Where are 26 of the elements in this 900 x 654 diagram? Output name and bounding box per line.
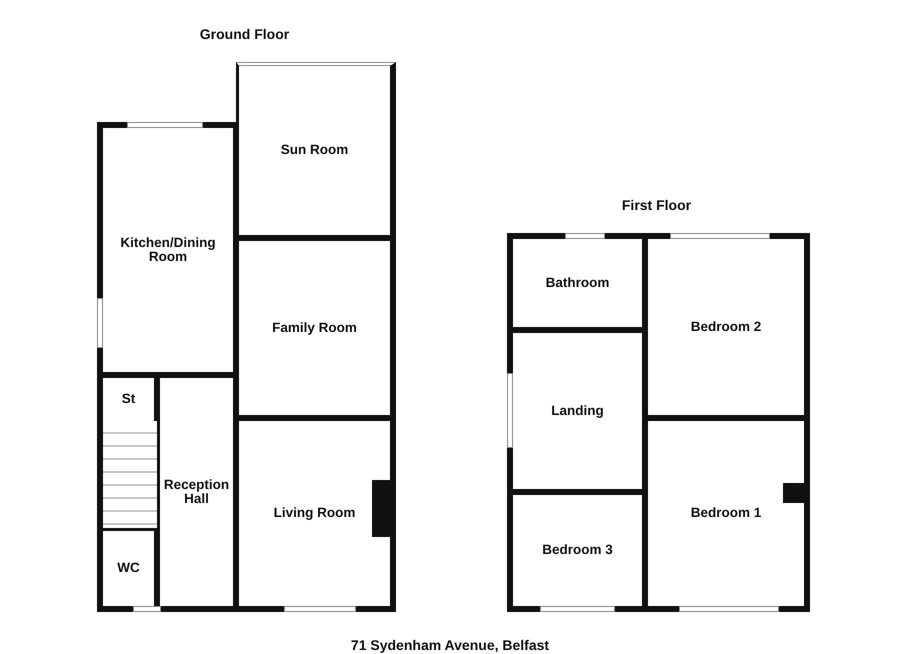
- room: [645, 418, 810, 612]
- room: [507, 233, 645, 330]
- room-label: Landing: [550, 404, 605, 418]
- room-label: Kitchen/Dining Room: [119, 236, 217, 264]
- room-label: Sun Room: [280, 143, 350, 158]
- room: [157, 375, 236, 612]
- room: [236, 62, 396, 238]
- room: [236, 238, 396, 418]
- room: [507, 330, 645, 492]
- room-label: Bathroom: [544, 276, 610, 290]
- room: [236, 418, 396, 612]
- room: [645, 233, 810, 418]
- room: [507, 492, 645, 612]
- room-label: Bedroom 3: [541, 543, 614, 558]
- room-label: Family Room: [271, 320, 358, 336]
- room-label: WC: [116, 561, 141, 576]
- room: [97, 375, 157, 421]
- caption: 71 Sydenham Avenue, Belfast: [350, 637, 550, 653]
- room-label: Reception Hall: [162, 478, 230, 506]
- floor-heading: First Floor: [622, 197, 692, 213]
- room-label: St: [120, 392, 136, 407]
- room-label: Living Room: [272, 506, 356, 521]
- floor-heading: Ground Floor: [200, 26, 290, 42]
- room-label: Bedroom 2: [690, 320, 762, 334]
- room-label: Bedroom 1: [690, 506, 762, 521]
- room: [97, 122, 236, 375]
